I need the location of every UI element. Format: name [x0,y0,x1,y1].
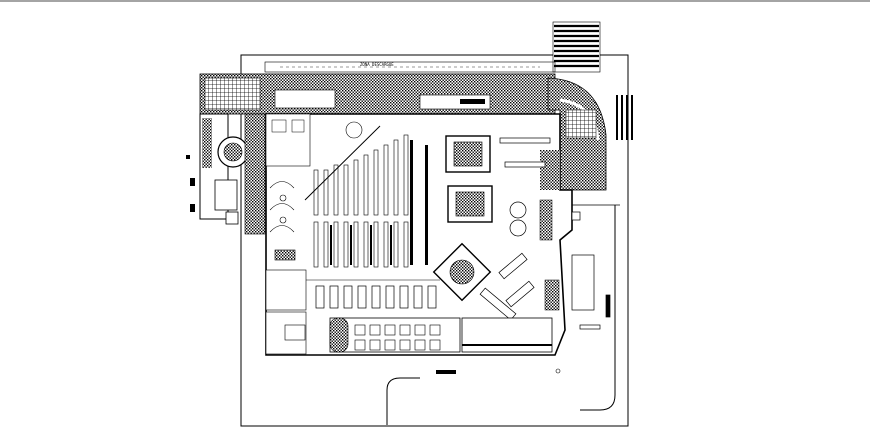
zebra-crossing-north [552,21,601,73]
aisle-shelving-solid [330,140,428,265]
east-wall-fixtures [539,199,560,311]
checkout-counters [315,285,437,309]
food-court [329,317,553,353]
main-building [265,113,573,356]
kiosk-middle [447,185,493,223]
kiosk-rotated [432,242,492,302]
unloading-zone: ZONA DESCARGUE [199,61,556,115]
entrance-mat [436,370,456,374]
service-area-southwest [265,249,307,355]
zebra-crossing-east [616,95,633,140]
zone-label: ZONA DESCARGUE [360,62,394,67]
east-driveway [580,205,616,411]
entrance-niches [269,181,295,233]
kiosk-north [445,135,491,173]
site-boundary [240,54,629,427]
east-parking [571,204,620,330]
diagonal-wall [304,125,381,201]
site-marker [555,368,561,374]
aisle-shelving [313,134,409,268]
left-annex [186,113,266,235]
south-driveway [386,377,420,425]
service-counters [479,137,551,321]
